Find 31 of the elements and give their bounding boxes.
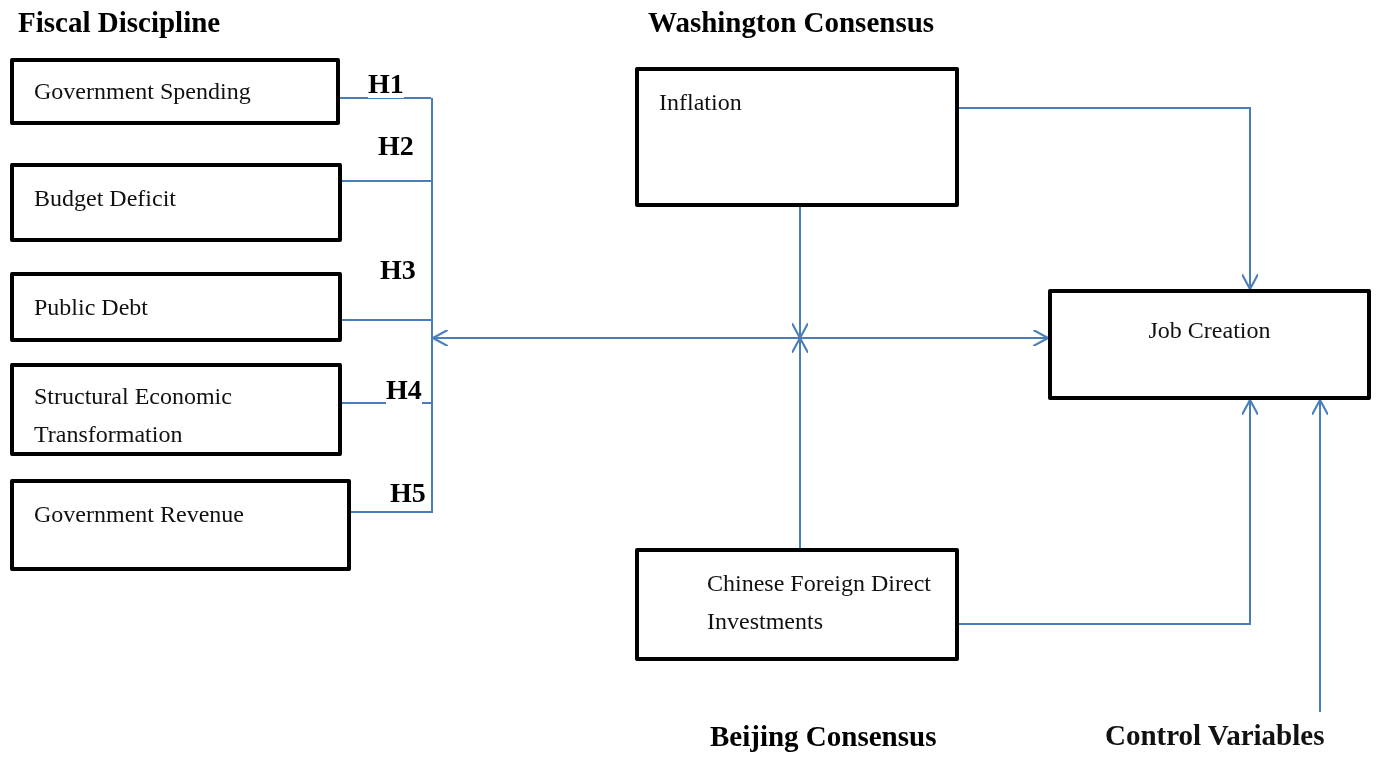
variable-name: Inflation — [659, 88, 742, 117]
variable-name: Structural Economic Transformation — [34, 382, 233, 449]
group-heading: Washington Consensus — [648, 6, 935, 39]
variable-label: Control Variables — [1105, 718, 1326, 753]
arrow — [790, 336, 810, 549]
connector-line — [341, 180, 432, 182]
variable-name: Government Spending — [34, 77, 251, 106]
connector-line — [350, 511, 432, 513]
variable-box — [10, 272, 342, 342]
group-heading: Beijing Consensus — [710, 720, 937, 753]
group-heading: Fiscal Discipline — [18, 6, 221, 39]
arrow — [790, 206, 810, 340]
connector-line — [339, 97, 432, 99]
arrow — [1310, 398, 1330, 713]
variable-name: Government Revenue — [34, 500, 244, 529]
variable-box — [10, 479, 351, 571]
variable-name: Public Debt — [34, 293, 148, 322]
variable-box — [1048, 289, 1371, 400]
variable-box — [635, 548, 959, 661]
variable-name: Budget Deficit — [34, 184, 176, 213]
variable-box — [10, 58, 340, 125]
arrow — [958, 107, 1260, 291]
variable-name: Chinese Foreign Direct Investments — [707, 569, 932, 636]
connector-line — [341, 319, 432, 321]
variable-box — [10, 363, 342, 456]
variable-box — [635, 67, 959, 207]
arrow — [431, 328, 1050, 348]
bus-line — [431, 98, 433, 513]
arrow — [958, 398, 1260, 625]
variable-name: Job Creation — [1147, 316, 1272, 345]
variable-box — [10, 163, 342, 242]
